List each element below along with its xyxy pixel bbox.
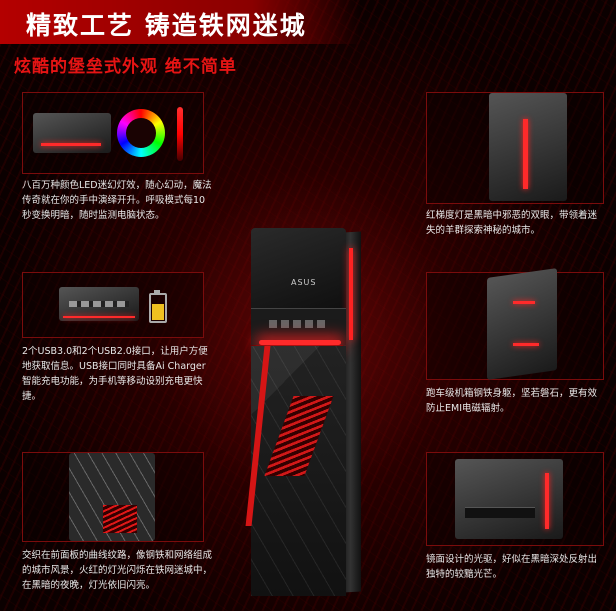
feature-panel-steel <box>426 268 604 380</box>
feature-panel-usb <box>22 272 204 338</box>
title-banner <box>0 0 360 44</box>
front-panel-image <box>69 453 159 541</box>
color-wheel-icon <box>117 109 165 157</box>
feature-text-drive: 镜面设计的光驱，好似在黑暗深处反射出独特的较黯光芒。 <box>426 554 598 580</box>
product-tower-image: ASUS <box>245 228 363 600</box>
feature-panel-led <box>22 92 204 174</box>
feature-text-steel: 跑车级机箱钢铁身躯，坚若磐石，更有效防止EMI电磁辐射。 <box>426 388 598 414</box>
led-front-image <box>33 113 113 155</box>
feature-panel-drive <box>426 452 604 546</box>
feature-text-usb: 2个USB3.0和2个USB2.0接口，让用户方便地获取信息。USB接口同时具备… <box>22 346 208 402</box>
usb-ports-image <box>59 287 139 323</box>
feature-panel-light <box>426 92 604 204</box>
optical-drive-image <box>455 459 565 541</box>
page-title: 精致工艺 铸造铁网迷城 <box>26 11 307 40</box>
battery-charging-icon <box>149 290 167 323</box>
front-usb-ports <box>269 320 329 328</box>
side-light-image <box>489 93 569 203</box>
front-glow-light <box>259 340 341 345</box>
brightness-slider-icon <box>177 107 183 161</box>
asus-logo: ASUS <box>291 278 317 287</box>
feature-panel-front <box>22 452 204 542</box>
page-subtitle: 炫酷的堡垒式外观 绝不简单 <box>14 57 237 77</box>
feature-text-light: 红梯度灯是黑暗中邪恶的双眼，带领着迷失的羊群探索神秘的城市。 <box>426 210 598 236</box>
feature-text-front: 交织在前面板的曲线纹路，像钢铁和网络组成的城市风景，火红的灯光闪烁在铁网迷城中，… <box>22 550 213 591</box>
steel-body-image <box>473 268 573 380</box>
feature-text-led: 八百万种颜色LED迷幻灯效，随心幻动，魔法传奇就在你的手中演绎开升。呼吸模式每1… <box>22 180 212 221</box>
